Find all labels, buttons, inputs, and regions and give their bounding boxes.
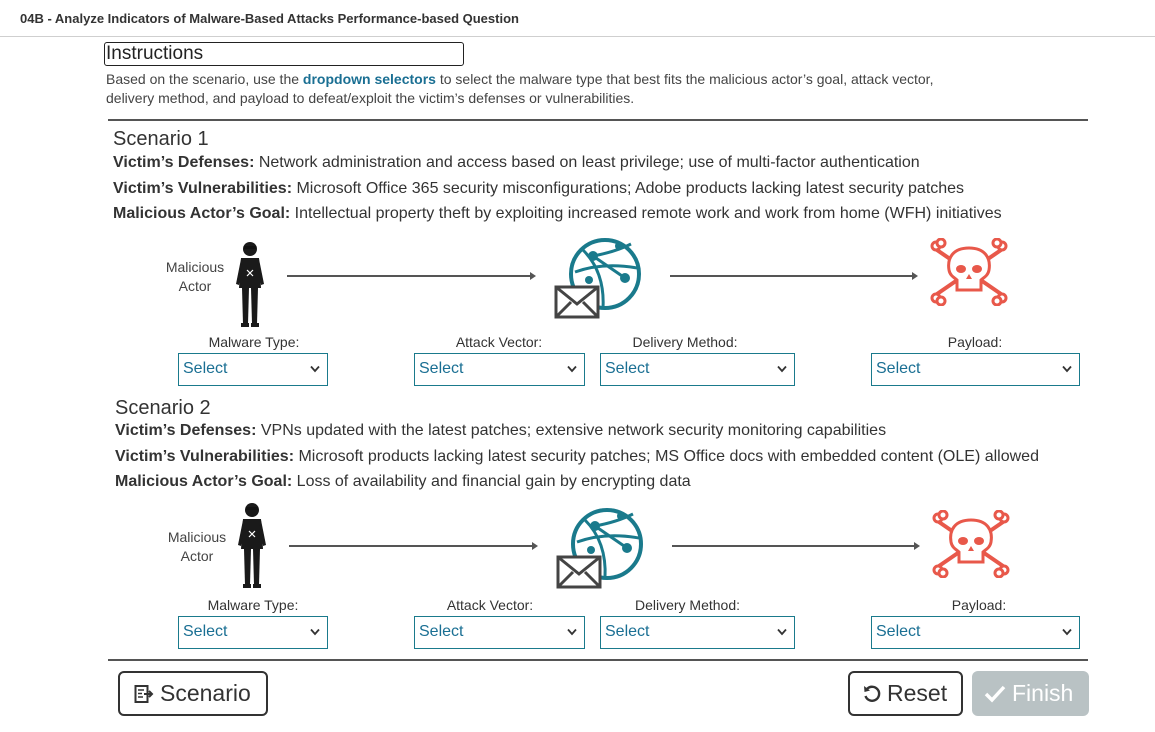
goal-value: Intellectual property theft by exploitin…: [290, 205, 1002, 222]
instructions-heading: Instructions: [106, 43, 204, 64]
scenario-button-label: Scenario: [160, 680, 251, 706]
attack-vector-label: Attack Vector:: [455, 334, 543, 350]
malware-type-label: Malware Type:: [207, 597, 299, 613]
select-value: Select: [183, 360, 228, 377]
payload-label: Payload:: [947, 334, 1003, 350]
select-value: Select: [876, 360, 921, 377]
divider: [108, 119, 1088, 121]
scenario-1-defenses: Victim’s Defenses: Network administratio…: [113, 154, 920, 172]
arrow: [672, 542, 920, 550]
globe-network-icon: [554, 238, 641, 319]
vulnerabilities-value: Microsoft products lacking latest securi…: [294, 448, 1039, 465]
vulnerabilities-value: Microsoft Office 365 security misconfigu…: [292, 180, 965, 197]
select-value: Select: [605, 360, 650, 377]
payload-select[interactable]: Select: [871, 353, 1080, 386]
delivery-method-label: Delivery Method:: [632, 334, 738, 350]
chevron-down-icon: [567, 365, 577, 373]
delivery-method-label: Delivery Method:: [634, 597, 741, 613]
arrow: [287, 272, 536, 280]
scenario-button[interactable]: Scenario: [118, 671, 268, 716]
instructions-text: Based on the scenario, use the dropdown …: [106, 70, 946, 108]
payload-select[interactable]: Select: [871, 616, 1080, 649]
chevron-down-icon: [567, 628, 577, 636]
goal-value: Loss of availability and financial gain …: [292, 473, 691, 490]
select-value: Select: [419, 623, 464, 640]
defenses-value: VPNs updated with the latest patches; ex…: [256, 422, 887, 439]
page-title: 04B - Analyze Indicators of Malware-Base…: [20, 11, 519, 26]
skull-crossbones-icon: [932, 510, 1010, 578]
actor-label-line: Actor: [178, 278, 212, 294]
attack-vector-label: Attack Vector:: [446, 597, 534, 613]
chevron-down-icon: [1062, 365, 1072, 373]
vulnerabilities-label: Victim’s Vulnerabilities:: [115, 448, 295, 465]
reset-button-label: Reset: [887, 680, 948, 706]
scenario-1-goal: Malicious Actor’s Goal: Intellectual pro…: [113, 205, 1002, 223]
scenario-2-goal: Malicious Actor’s Goal: Loss of availabi…: [115, 473, 691, 491]
check-icon: [984, 685, 1006, 703]
reset-button[interactable]: Reset: [848, 671, 963, 716]
scenario-2-defenses: Victim’s Defenses: VPNs updated with the…: [115, 422, 886, 440]
finish-button[interactable]: Finish: [972, 671, 1089, 716]
divider: [108, 659, 1088, 661]
scenario-2-title: Scenario 2: [115, 397, 211, 419]
instructions-text-part: to select the malware type that best fit…: [106, 71, 934, 106]
select-value: Select: [183, 623, 228, 640]
select-value: Select: [876, 623, 921, 640]
delivery-method-select[interactable]: Select: [600, 616, 795, 649]
undo-icon: [864, 685, 881, 702]
defenses-label: Victim’s Defenses:: [115, 422, 257, 439]
attack-vector-select[interactable]: Select: [414, 616, 585, 649]
chevron-down-icon: [777, 628, 787, 636]
defenses-value: Network administration and access based …: [254, 154, 920, 171]
payload-label: Payload:: [951, 597, 1007, 613]
attack-vector-select[interactable]: Select: [414, 353, 585, 386]
malware-type-label: Malware Type:: [208, 334, 300, 350]
actor-label-line: Malicious: [165, 259, 225, 275]
title-bar: 04B - Analyze Indicators of Malware-Base…: [0, 0, 1155, 37]
hacker-figure-icon: [238, 503, 266, 588]
scenario-2-vulnerabilities: Victim’s Vulnerabilities: Microsoft prod…: [115, 448, 1039, 466]
delivery-method-select[interactable]: Select: [600, 353, 795, 386]
goal-label: Malicious Actor’s Goal:: [115, 473, 293, 490]
arrow: [289, 542, 538, 550]
actor-label-line: Malicious: [167, 529, 227, 545]
document-arrow-icon: [134, 684, 154, 703]
instructions-text-part: Based on the scenario, use the: [106, 71, 303, 87]
malware-type-select[interactable]: Select: [178, 616, 328, 649]
skull-crossbones-icon: [930, 238, 1008, 306]
instructions-heading-box: [104, 42, 464, 66]
scenario-1-title: Scenario 1: [113, 128, 209, 150]
arrow: [670, 272, 918, 280]
defenses-label: Victim’s Defenses:: [113, 154, 255, 171]
instructions-highlight: dropdown selectors: [302, 71, 436, 87]
malware-type-select[interactable]: Select: [178, 353, 328, 386]
finish-button-label: Finish: [1012, 680, 1074, 706]
goal-label: Malicious Actor’s Goal:: [113, 205, 291, 222]
chevron-down-icon: [777, 365, 787, 373]
vulnerabilities-label: Victim’s Vulnerabilities:: [113, 180, 293, 197]
select-value: Select: [605, 623, 650, 640]
actor-label-line: Actor: [180, 548, 214, 564]
chevron-down-icon: [1062, 628, 1072, 636]
chevron-down-icon: [310, 365, 320, 373]
hacker-figure-icon: [236, 242, 264, 327]
select-value: Select: [419, 360, 464, 377]
globe-network-icon: [556, 508, 643, 589]
chevron-down-icon: [310, 628, 320, 636]
scenario-1-vulnerabilities: Victim’s Vulnerabilities: Microsoft Offi…: [113, 180, 964, 198]
